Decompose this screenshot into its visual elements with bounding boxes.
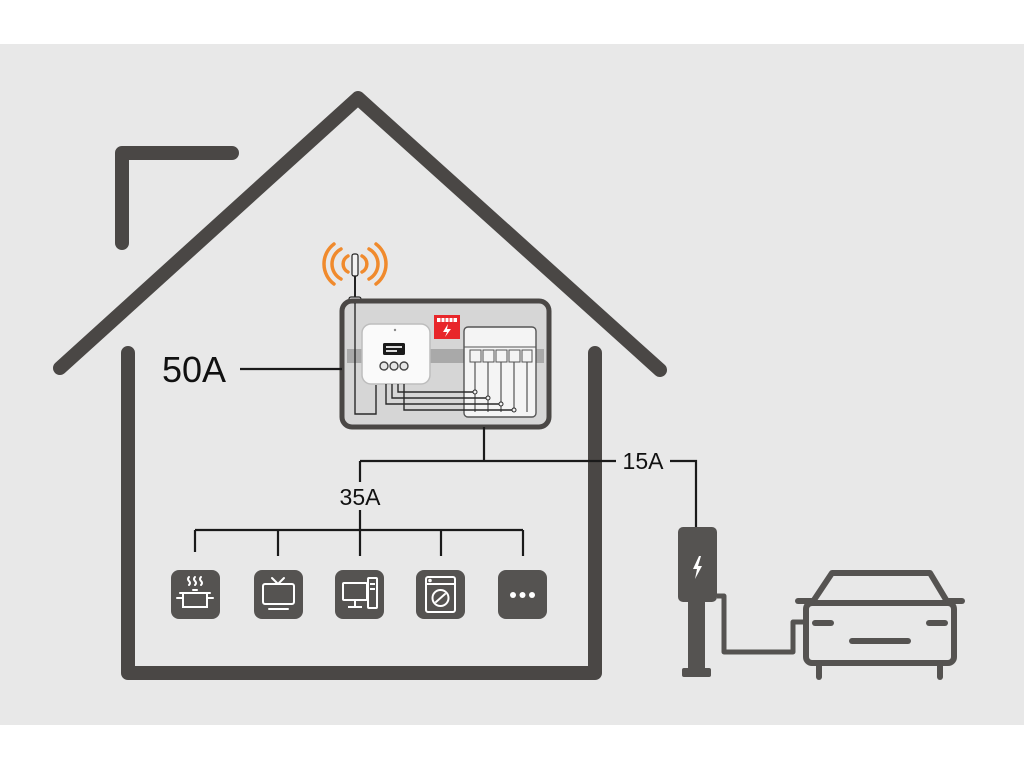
cooking-pot-icon xyxy=(171,570,220,619)
house-chimney xyxy=(115,146,239,250)
ev-charger-post xyxy=(688,600,705,670)
charger-drop-wire xyxy=(670,459,698,527)
ev-charger xyxy=(678,527,717,677)
circuit-wires xyxy=(193,367,698,556)
charger-load-label: 15A xyxy=(623,448,665,474)
house-outline xyxy=(53,91,667,680)
tv-icon xyxy=(254,570,303,619)
main-supply-label: 50A xyxy=(162,349,226,390)
ev-charger-base xyxy=(682,668,711,677)
smart-load-controller xyxy=(361,323,431,385)
circuit-breaker-block xyxy=(463,326,537,418)
charging-cable xyxy=(717,593,808,655)
car-body xyxy=(803,600,957,666)
distribution-panel xyxy=(339,298,552,430)
lightning-icon xyxy=(693,556,702,579)
car-roof xyxy=(809,570,951,606)
washing-machine-icon xyxy=(416,570,465,619)
house-roof xyxy=(53,91,667,377)
household-load-label: 35A xyxy=(340,484,382,510)
more-icon xyxy=(498,570,547,619)
computer-icon xyxy=(335,570,384,619)
high-voltage-warning-icon xyxy=(434,315,460,339)
house-walls xyxy=(121,346,602,680)
electric-car-icon xyxy=(795,570,965,680)
